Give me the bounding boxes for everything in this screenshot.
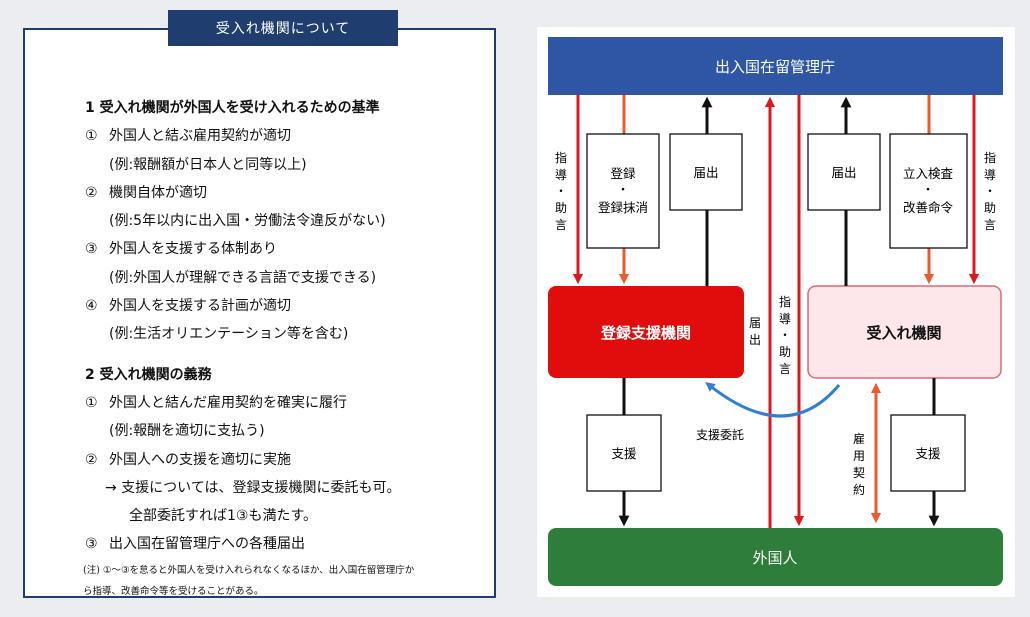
obligation-2-delegation: → 支援については、登録支援機関に委託も可。 [105,479,401,496]
section1-heading: 1 受入れ機関が外国人を受け入れるための基準 [85,100,380,116]
left-guidance-char-5: 言 [555,218,567,232]
delegation-label: 支援委託 [696,427,744,442]
section2-heading: 2 受入れ機関の義務 [85,366,212,383]
contract-char-4: 約 [853,482,865,497]
center-guidance-char-2: 導 [779,312,791,326]
panel-title: 受入れ機関について [168,10,398,46]
right-guidance-char-2: 導 [984,168,996,182]
registered-support-org-label: 登録支援機関 [600,324,691,342]
inspection-line-3: 改善命令 [903,200,954,215]
immigration-agency-box [548,37,1003,95]
note-line-2: ら指導、改善命令等を受けることがある。 [83,585,264,597]
right-guidance-char-5: 言 [984,218,996,232]
left-support-label: 支援 [611,446,637,461]
left-guidance-char-4: 助 [555,201,567,215]
contract-char-1: 雇 [853,431,865,446]
right-guidance-char-4: 助 [984,201,996,215]
center-report-char-1: 届 [749,316,761,330]
accepting-org-label: 受入れ機関 [866,324,941,342]
center-report-char-2: 出 [749,333,761,347]
immigration-agency-label: 出入国在留管理庁 [715,58,835,76]
diagram-panel: 出入国在留管理庁 外国人 登録支援機関 受入れ機関 登録 ・ 登録抹消 届出 届… [537,27,1015,597]
criterion-3-example: (例:外国人が理解できる言語で支援できる) [109,269,377,286]
relationship-diagram: 出入国在留管理庁 外国人 登録支援機関 受入れ機関 登録 ・ 登録抹消 届出 届… [548,37,1003,586]
inspection-line-2: ・ [922,182,935,197]
registration-line-2: ・ [617,182,630,197]
left-support-box [586,414,662,492]
foreign-worker-label: 外国人 [752,549,797,567]
contract-char-3: 契 [853,466,865,480]
delegation-arrow [705,382,841,418]
left-guidance-char-3: ・ [555,184,567,198]
right-support-box [890,414,966,492]
inspection-box [889,133,968,249]
criterion-2-example: (例:5年以内に出入国・労働法令違反がない) [109,213,386,230]
center-guidance-char-3: ・ [779,328,791,342]
accepting-org-box [807,285,1002,379]
criterion-4-example: (例:生活オリエンテーション等を含む) [109,326,349,343]
left-guidance-char-1: 指 [555,150,567,165]
registration-box [586,133,660,249]
registration-line-3: 登録抹消 [598,200,648,215]
right-guidance-char-1: 指 [984,150,996,165]
right-guidance-char-3: ・ [984,184,996,198]
left-report-box [669,133,743,211]
note-line-1: (注) ①〜③を怠ると外国人を受け入れられなくなるほか、出入国在留管理庁か [83,564,415,576]
contract-char-2: 用 [853,449,865,463]
registered-support-org-box [548,286,744,378]
left-report-label: 届出 [693,165,718,180]
left-guidance-char-2: 導 [555,168,567,182]
registration-line-1: 登録 [610,166,636,181]
center-guidance-char-4: 助 [779,345,791,359]
obligation-2-continuation: 全部委託すれば1③も満たす。 [129,508,318,525]
criterion-1-example: (例:報酬額が日本人と同等以上) [109,156,307,173]
right-report-label: 届出 [831,165,856,180]
center-guidance-char-5: 言 [779,362,791,376]
inspection-line-1: 立入検査 [903,166,954,181]
right-support-label: 支援 [915,446,941,461]
foreign-worker-box [548,528,1003,586]
center-guidance-char-1: 指 [779,294,791,309]
obligation-1-example: (例:報酬を適切に支払う) [109,423,265,440]
right-report-box [807,133,881,211]
